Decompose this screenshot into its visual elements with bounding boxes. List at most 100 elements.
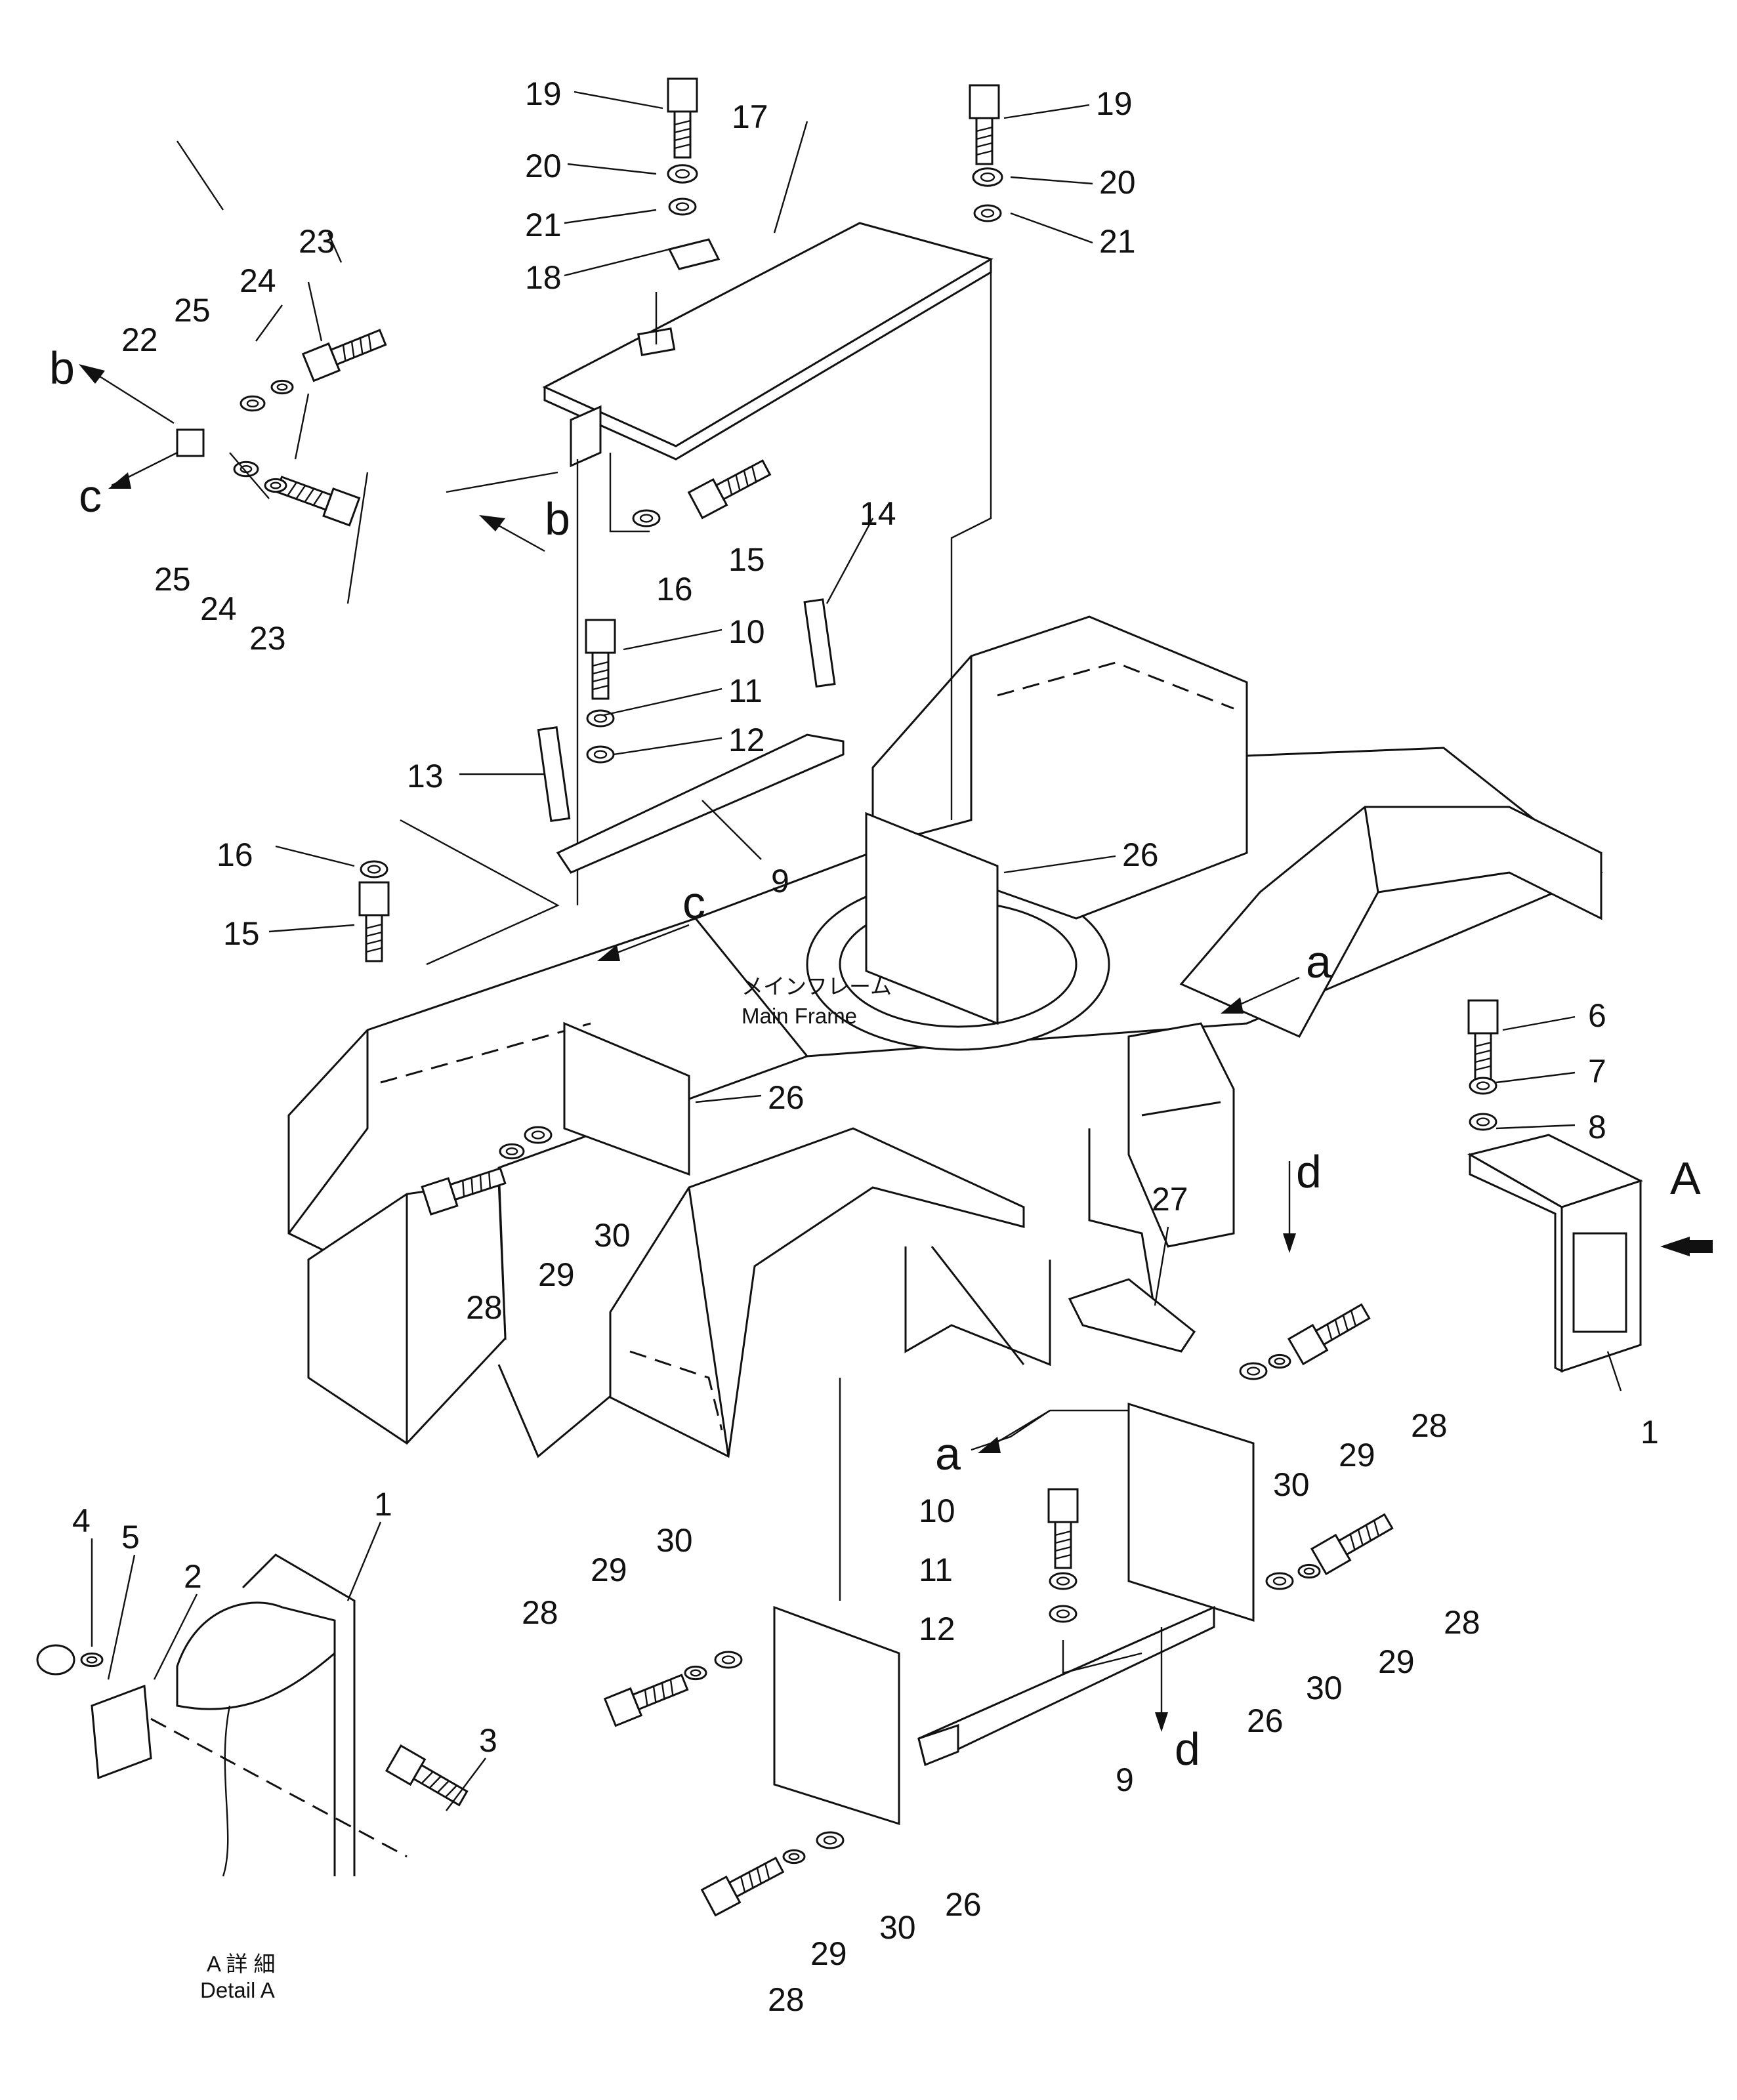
washer-hole <box>593 714 608 723</box>
washer-hole <box>1476 1117 1490 1126</box>
callout-23: 23 <box>299 223 335 260</box>
callout-25: 25 <box>154 561 191 598</box>
callout-28: 28 <box>768 1981 805 2018</box>
bolt <box>301 329 387 382</box>
view-a-label: A <box>1670 1153 1701 1204</box>
bolt-shank <box>1054 1521 1072 1569</box>
text-labels: メインフレーム Main Frame A 詳 細 Detail A <box>200 974 892 2002</box>
washer-hole <box>276 383 288 391</box>
washer-hole <box>270 482 282 489</box>
washer <box>586 709 615 728</box>
bolt <box>603 1674 689 1727</box>
callout-10: 10 <box>728 613 765 650</box>
washer-hole <box>690 1669 701 1677</box>
bolt-thread <box>366 931 383 937</box>
ref-a: a <box>935 1428 961 1479</box>
bolt <box>1310 1513 1394 1576</box>
bolt <box>421 1166 507 1216</box>
bolt-shank <box>975 117 994 165</box>
nut <box>36 1644 75 1676</box>
bolt <box>700 1857 785 1917</box>
washer-hole <box>593 750 608 759</box>
callout-14: 14 <box>860 495 896 532</box>
callout-6: 6 <box>1588 997 1606 1034</box>
bolt-head <box>358 881 390 916</box>
bolt <box>275 476 361 527</box>
callout-15: 15 <box>728 541 765 578</box>
callout-12: 12 <box>919 1611 955 1647</box>
ref-c: c <box>682 877 705 928</box>
fasteners <box>36 77 1499 1917</box>
callout-11: 11 <box>919 1552 953 1588</box>
bolt-thread <box>1055 1538 1072 1544</box>
callout-5: 5 <box>121 1519 140 1555</box>
lower-bracket <box>773 1378 1255 1826</box>
washer-hole <box>788 1853 800 1861</box>
washer-hole <box>980 209 995 218</box>
bolt-thread <box>1055 1554 1072 1560</box>
plug-18 <box>667 238 721 270</box>
callout-29: 29 <box>591 1552 627 1588</box>
bolt-thread <box>366 939 383 945</box>
bolt-thread <box>976 126 993 133</box>
callout-26: 26 <box>945 1886 982 1923</box>
washer <box>1049 1605 1078 1623</box>
callout-12: 12 <box>728 722 765 758</box>
main-frame <box>287 615 1603 1458</box>
washer <box>973 204 1002 222</box>
callout-11: 11 <box>728 672 763 709</box>
bolt-thread <box>674 143 691 150</box>
callout-25: 25 <box>174 292 211 329</box>
bolt-head <box>667 77 698 113</box>
bolt-thread <box>366 947 383 953</box>
washer-hole <box>86 1656 98 1664</box>
callout-20: 20 <box>1099 164 1136 201</box>
callout-29: 29 <box>1339 1437 1375 1473</box>
callout-numbers: 19 19 17 20 20 21 21 18 23 24 25 22 25 2… <box>72 75 1659 2018</box>
ref-c: c <box>79 470 102 522</box>
callout-22: 22 <box>121 321 158 358</box>
main-frame-label-jp: メインフレーム <box>742 974 892 999</box>
callout-10: 10 <box>919 1493 955 1529</box>
callout-23: 23 <box>249 620 286 657</box>
washer <box>1049 1572 1078 1590</box>
bolt-shank <box>673 110 692 159</box>
ref-b: b <box>49 342 75 394</box>
main-frame-label-en: Main Frame <box>742 1004 857 1028</box>
ref-a: a <box>1306 936 1331 987</box>
callout-29: 29 <box>1378 1643 1415 1680</box>
callout-16: 16 <box>217 836 253 873</box>
washer-hole <box>639 514 654 523</box>
bolt-head <box>1467 999 1499 1035</box>
callout-9: 9 <box>771 863 789 899</box>
washer-hole <box>1274 1357 1286 1365</box>
callout-9: 9 <box>1116 1761 1134 1798</box>
bolt-thread <box>1055 1530 1072 1536</box>
bolt-thread <box>592 661 609 667</box>
bolt-shank <box>591 651 610 700</box>
callout-26: 26 <box>1122 836 1159 873</box>
washer-hole <box>1056 1576 1070 1586</box>
bolt <box>385 1744 469 1807</box>
callout-13: 13 <box>407 758 444 794</box>
washer <box>1239 1362 1268 1380</box>
washer-hole <box>1303 1567 1315 1575</box>
bolt-thread <box>674 119 691 126</box>
bolt-thread <box>1055 1546 1072 1552</box>
washer-hole <box>823 1836 837 1845</box>
washer <box>80 1652 104 1668</box>
reference-letters: b c b c a d A a d <box>49 342 1701 1775</box>
washer-hole <box>675 202 690 211</box>
washer <box>524 1126 553 1144</box>
washer-hole <box>246 399 259 408</box>
leader-lines <box>91 91 1622 1811</box>
callout-24: 24 <box>200 590 237 627</box>
ref-b: b <box>545 493 570 545</box>
bracket-22 <box>176 428 205 457</box>
ref-d: d <box>1296 1146 1322 1197</box>
washer-hole <box>367 865 381 874</box>
callout-18: 18 <box>525 259 562 296</box>
washer-hole <box>980 172 995 182</box>
ref-d: d <box>1175 1723 1200 1775</box>
